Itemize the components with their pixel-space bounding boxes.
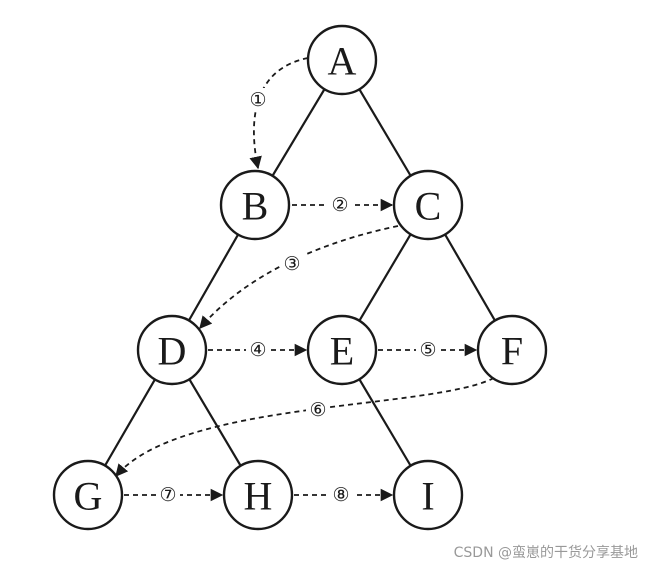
node-label-i: I	[421, 474, 434, 519]
node-label-h: H	[244, 474, 273, 519]
step-label-bg-3	[280, 252, 304, 276]
step-label-7: ⑦	[159, 484, 176, 506]
node-d: D	[136, 314, 208, 386]
node-label-e: E	[330, 329, 354, 374]
node-circle-f	[476, 314, 548, 386]
step-label-bg-4	[246, 338, 270, 362]
step-label-bg-1	[246, 88, 270, 112]
tree-edges	[87, 59, 513, 496]
step-label-4: ④	[249, 339, 266, 361]
step-label-3: ③	[283, 253, 300, 275]
node-label-d: D	[158, 329, 187, 374]
node-f: F	[476, 314, 548, 386]
step-label-6: ⑥	[309, 399, 326, 421]
node-h: H	[222, 459, 294, 531]
node-circle-h	[222, 459, 294, 531]
step-label-1: ①	[249, 89, 266, 111]
node-circle-c	[392, 169, 464, 241]
node-e: E	[306, 314, 378, 386]
step-label-bg-6	[306, 398, 330, 422]
node-circle-a	[306, 24, 378, 96]
tree-nodes: A B C D E F G H I	[52, 24, 548, 531]
node-circle-g	[52, 459, 124, 531]
node-c: C	[392, 169, 464, 241]
node-label-a: A	[328, 39, 357, 84]
traversal-step-labels: ① ② ③ ④ ⑤ ⑥ ⑦ ⑧	[156, 88, 440, 507]
node-a: A	[306, 24, 378, 96]
node-circle-e	[306, 314, 378, 386]
node-circle-b	[219, 169, 291, 241]
step-label-bg-7	[156, 483, 180, 507]
node-i: I	[392, 459, 464, 531]
node-g: G	[52, 459, 124, 531]
node-label-g: G	[74, 474, 103, 519]
node-b: B	[219, 169, 291, 241]
watermark: CSDN @蛮崽的干货分享基地	[453, 545, 638, 561]
step-label-2: ②	[331, 194, 348, 216]
node-circle-i	[392, 459, 464, 531]
node-label-f: F	[501, 329, 523, 374]
step-label-bg-5	[416, 338, 440, 362]
step-label-bg-8	[329, 483, 353, 507]
traversal-arrow-6	[115, 377, 495, 477]
node-label-c: C	[415, 184, 442, 229]
step-label-bg-2	[328, 193, 352, 217]
step-label-5: ⑤	[419, 339, 436, 361]
node-label-b: B	[242, 184, 269, 229]
traversal-arrow-1	[249, 57, 309, 170]
traversal-arrow-3	[199, 225, 399, 329]
step-label-8: ⑧	[332, 484, 349, 506]
node-circle-d	[136, 314, 208, 386]
